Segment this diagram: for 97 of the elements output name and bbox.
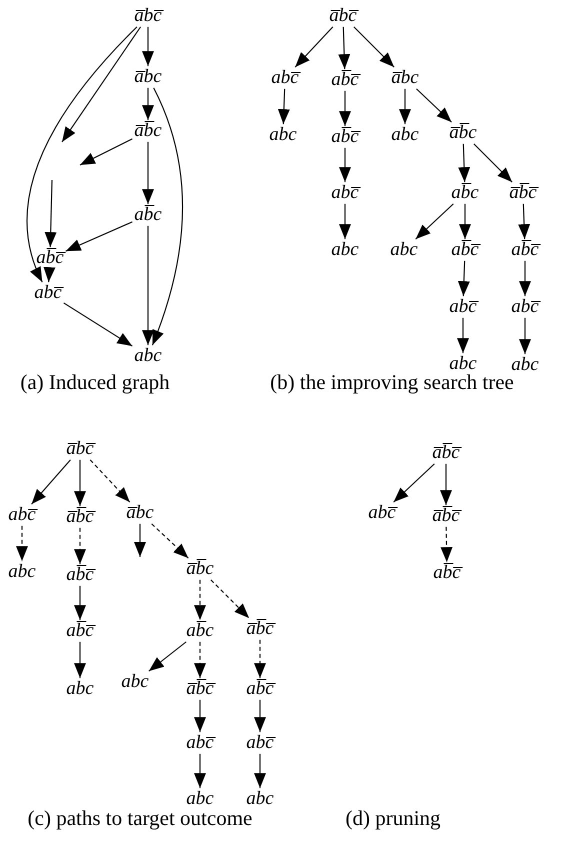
arrow	[339, 148, 351, 182]
arrow	[294, 26, 334, 68]
state-label: a̅b̅c	[448, 121, 478, 145]
arrow	[31, 460, 71, 504]
state-label: a̅b̅c̅	[245, 617, 275, 641]
state-label: a̅bc̅	[65, 437, 95, 461]
arrow	[194, 754, 206, 788]
state-label: abc̅	[185, 731, 215, 755]
state-label: a̅bc	[125, 501, 155, 525]
state-label: a̅b̅c̅	[65, 505, 95, 529]
state-label: ab̅c̅	[510, 238, 540, 262]
arrow	[458, 144, 470, 182]
state-label: ab̅c	[185, 619, 215, 643]
arrow	[151, 523, 189, 559]
arrow	[519, 318, 531, 354]
state-label: ab̅c̅	[330, 125, 360, 149]
arrow	[339, 90, 351, 126]
state-label: abc̅	[7, 503, 37, 527]
state-label: abc	[330, 238, 360, 262]
arrow	[458, 260, 470, 296]
arrow	[194, 580, 206, 620]
state-label: ab̅c̅	[65, 563, 95, 587]
state-label: ab̅c̅	[245, 677, 275, 701]
state-label: abc̅	[245, 731, 275, 755]
state-label: a̅bc	[133, 65, 163, 89]
arrow	[278, 88, 290, 124]
arrow	[518, 204, 530, 240]
arrow	[63, 302, 133, 347]
state-label: a̅b̅c	[185, 557, 215, 581]
panel-caption: (a) Induced graph	[20, 370, 170, 395]
arrow	[26, 26, 138, 282]
arrow	[519, 260, 531, 296]
arrow	[440, 464, 452, 506]
state-label: abc	[133, 344, 163, 368]
arrow	[44, 180, 57, 248]
state-label: ab̅c̅	[450, 238, 480, 262]
state-label: abc	[65, 677, 95, 701]
arrow	[194, 700, 206, 732]
state-label: ab̅c̅	[35, 246, 65, 270]
state-label: a̅b̅c̅	[431, 504, 461, 528]
arrow	[16, 526, 28, 562]
state-label: a̅bc	[390, 66, 420, 90]
state-label: a̅bc̅	[328, 4, 358, 28]
arrow	[210, 579, 250, 619]
arrow	[399, 88, 411, 124]
state-label: ab̅c̅	[432, 561, 462, 585]
state-label: a̅b̅c̅	[508, 181, 538, 205]
state-label: abc	[390, 123, 420, 147]
arrow	[459, 204, 471, 240]
state-label: abc̅	[33, 281, 63, 305]
arrow	[74, 586, 86, 620]
arrow	[457, 318, 469, 354]
state-label: abc̅	[367, 501, 397, 525]
arrow	[142, 88, 154, 120]
arrow	[44, 266, 56, 282]
arrow	[440, 526, 453, 562]
arrow	[142, 226, 154, 346]
arrow	[142, 26, 154, 66]
arrow	[74, 642, 86, 678]
arrow	[66, 221, 132, 252]
state-label: abc̅	[330, 181, 360, 205]
arrow	[338, 26, 350, 70]
arrow	[254, 640, 266, 678]
arrow	[148, 641, 186, 672]
state-label: ab̅c̅	[65, 619, 95, 643]
arrow	[194, 642, 206, 678]
state-label: ab̅c̅	[330, 68, 360, 92]
arrow	[254, 700, 266, 732]
state-label: ab̅c	[133, 203, 163, 227]
arrow	[416, 88, 452, 123]
state-label: abc̅	[510, 295, 540, 319]
state-label: abc̅	[270, 66, 300, 90]
arrow	[393, 463, 435, 503]
arrow	[62, 26, 142, 142]
arrow	[415, 203, 454, 240]
arrow	[80, 138, 133, 166]
state-label: abc	[389, 238, 419, 262]
state-label: a̅b̅c̅	[185, 677, 215, 701]
arrow	[74, 528, 86, 564]
arrow	[254, 754, 266, 788]
state-label: a̅bc̅	[133, 4, 163, 28]
state-label: abc	[268, 123, 298, 147]
state-label: ab̅c	[450, 181, 480, 205]
state-label: abc	[7, 560, 37, 584]
arrow	[339, 204, 351, 240]
arrow	[473, 143, 513, 183]
state-label: abc	[120, 670, 150, 694]
state-label: a̅b̅c̅	[431, 441, 461, 465]
state-label: a̅b̅c	[133, 119, 163, 143]
state-label: abc̅	[448, 295, 478, 319]
arrow	[90, 460, 130, 502]
arrow	[142, 142, 154, 204]
arrow	[353, 26, 395, 68]
arrow	[134, 524, 146, 557]
arrow	[152, 88, 184, 346]
arrow	[74, 460, 86, 506]
panel-caption: (d) pruning	[345, 806, 441, 831]
